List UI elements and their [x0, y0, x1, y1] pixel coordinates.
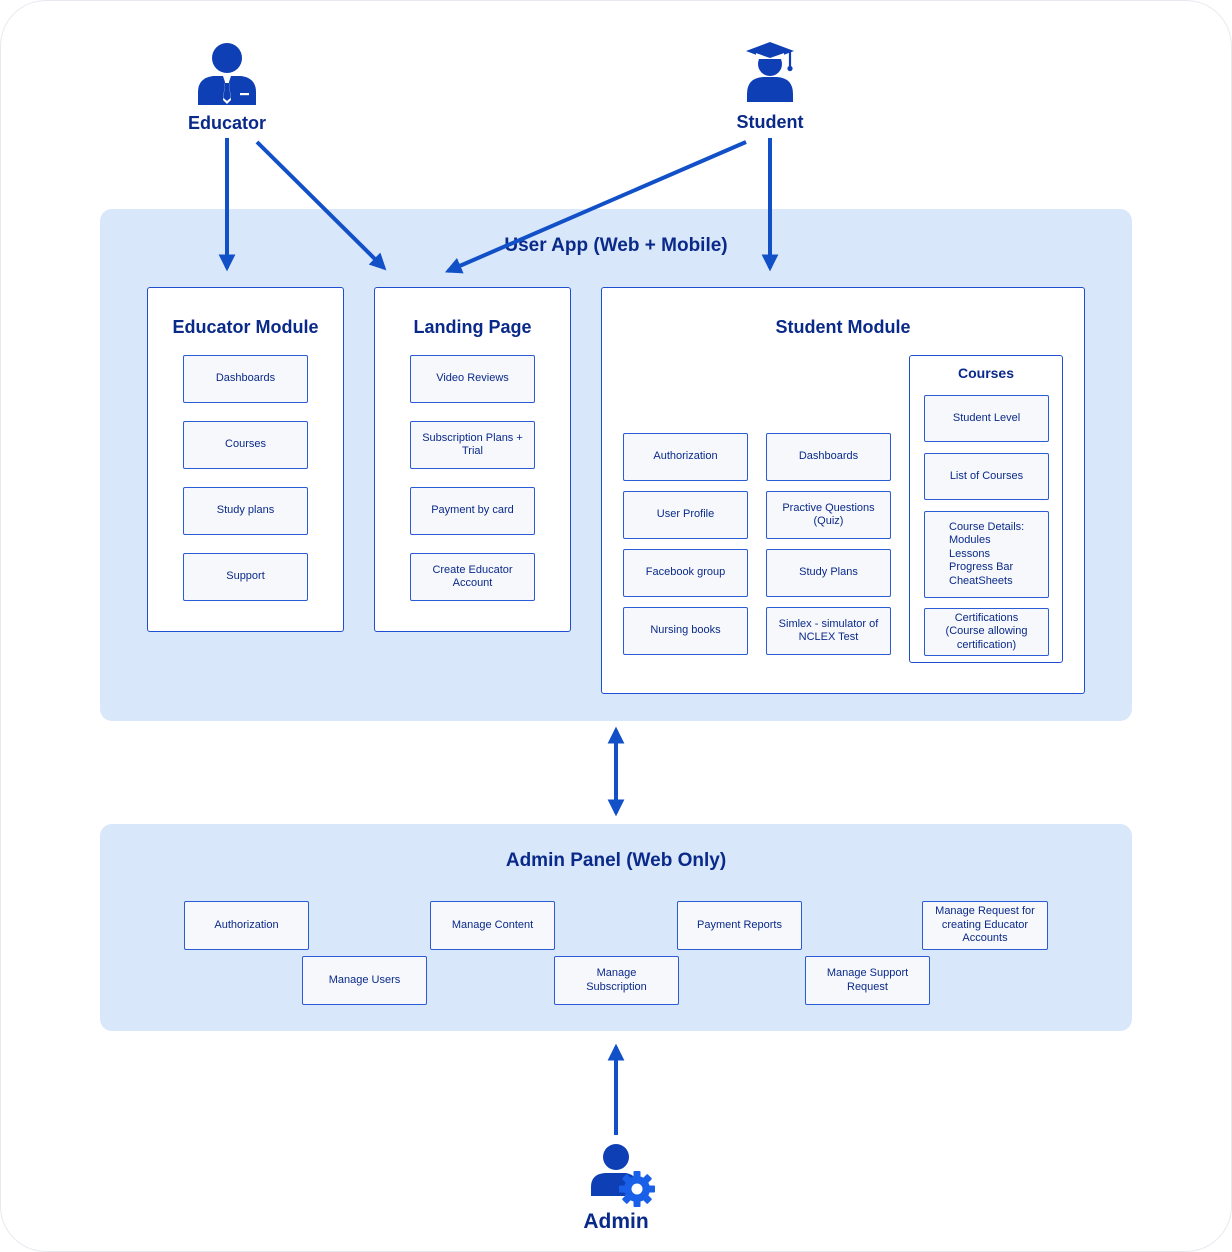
- admin-manage-users-box: Manage Users: [302, 956, 427, 1005]
- admin-label: Admin: [583, 1210, 649, 1233]
- landing-payment-box: Payment by card: [410, 487, 535, 535]
- student-practice-questions-box: Practive Questions (Quiz): [766, 491, 891, 539]
- admin-payment-reports-box: Payment Reports: [677, 901, 802, 950]
- courses-details-box: Course Details: Modules Lessons Progress…: [924, 511, 1049, 598]
- admin-manage-subscription-box: Manage Subscription: [554, 956, 679, 1005]
- landing-create-educator-box: Create Educator Account: [410, 553, 535, 601]
- student-dashboards-box: Dashboards: [766, 433, 891, 481]
- courses-certifications-box: Certifications (Course allowing certific…: [924, 608, 1049, 656]
- student-module-title: Student Module: [775, 317, 911, 337]
- admin-manage-content-box: Manage Content: [430, 901, 555, 950]
- admin-panel-title: Admin Panel (Web Only): [505, 850, 727, 871]
- landing-page-title: Landing Page: [413, 317, 532, 337]
- admin-educator-requests-box: Manage Request for creating Educator Acc…: [922, 901, 1048, 950]
- courses-title: Courses: [957, 365, 1015, 381]
- educator-label: Educator: [187, 113, 266, 133]
- courses-student-level-box: Student Level: [924, 395, 1049, 442]
- student-icon: [746, 42, 794, 102]
- educator-study-plans-box: Study plans: [183, 487, 308, 535]
- student-authorization-box: Authorization: [623, 433, 748, 481]
- landing-subscription-box: Subscription Plans + Trial: [410, 421, 535, 469]
- admin-icon: [591, 1144, 655, 1207]
- student-label: Student: [736, 112, 804, 132]
- educator-courses-box: Courses: [183, 421, 308, 469]
- student-facebook-group-box: Facebook group: [623, 549, 748, 597]
- educator-icon: [198, 43, 256, 105]
- admin-support-request-box: Manage Support Request: [805, 956, 930, 1005]
- student-simlex-box: Simlex - simulator of NCLEX Test: [766, 607, 891, 655]
- educator-support-box: Support: [183, 553, 308, 601]
- student-user-profile-box: User Profile: [623, 491, 748, 539]
- educator-module-title: Educator Module: [172, 317, 319, 337]
- user-app-title: User App (Web + Mobile): [504, 235, 728, 256]
- courses-list-box: List of Courses: [924, 453, 1049, 500]
- student-study-plans-box: Study Plans: [766, 549, 891, 597]
- student-nursing-books-box: Nursing books: [623, 607, 748, 655]
- landing-video-reviews-box: Video Reviews: [410, 355, 535, 403]
- educator-dashboards-box: Dashboards: [183, 355, 308, 403]
- admin-authorization-box: Authorization: [184, 901, 309, 950]
